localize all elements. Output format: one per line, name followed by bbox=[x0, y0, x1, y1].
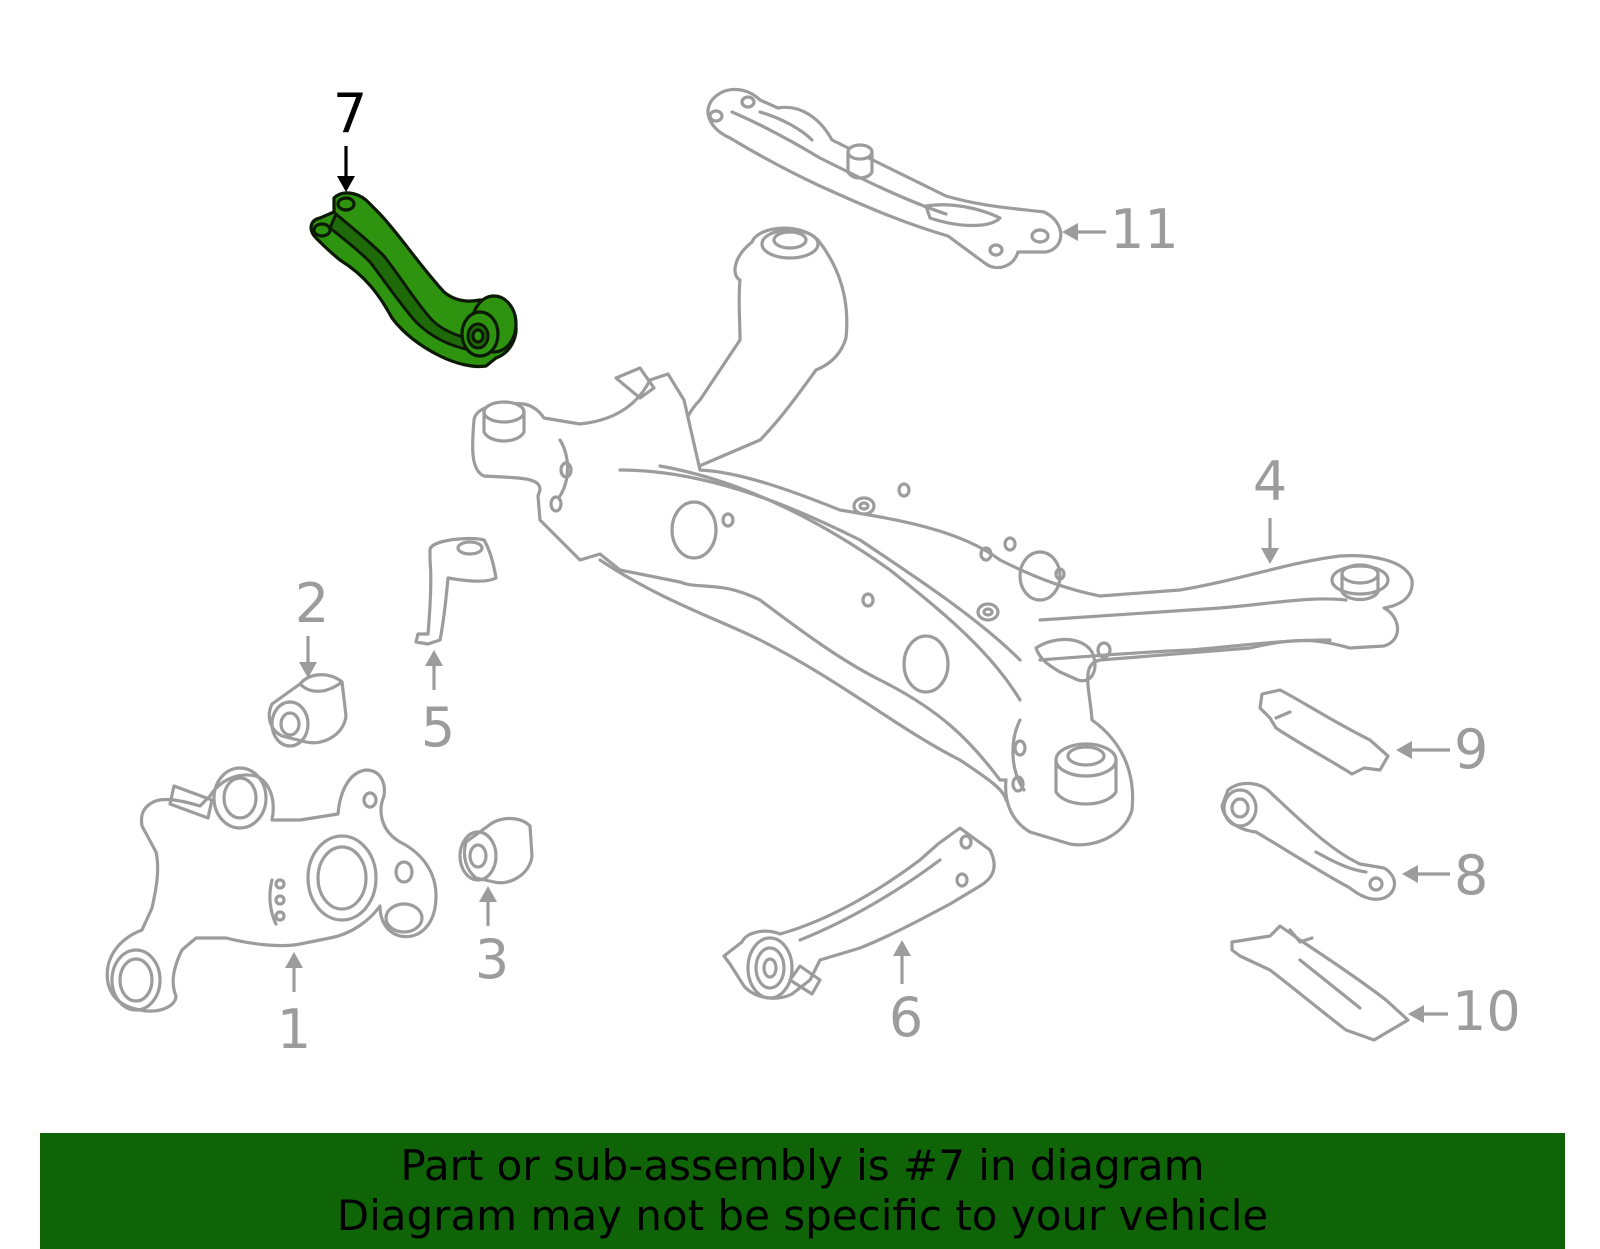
part-1-knuckle[interactable] bbox=[105, 766, 438, 1013]
banner-line-1: Part or sub-assembly is #7 in diagram bbox=[400, 1141, 1205, 1190]
part-2-bushing[interactable] bbox=[267, 673, 348, 748]
part-6-trailing-arm[interactable] bbox=[722, 826, 996, 1000]
part-4-subframe[interactable] bbox=[470, 226, 1414, 847]
info-banner: Part or sub-assembly is #7 in diagram Di… bbox=[40, 1133, 1565, 1249]
callout-2[interactable]: 2 bbox=[295, 572, 329, 678]
callout-label-5: 5 bbox=[421, 696, 455, 759]
callout-label-11: 11 bbox=[1110, 198, 1179, 261]
callout-9[interactable]: 9 bbox=[1396, 718, 1488, 781]
callout-3[interactable]: 3 bbox=[475, 886, 509, 991]
callout-5[interactable]: 5 bbox=[421, 650, 455, 759]
part-5-bracket[interactable] bbox=[414, 536, 498, 646]
callout-label-3: 3 bbox=[475, 928, 509, 991]
callout-4[interactable]: 4 bbox=[1253, 450, 1287, 564]
callout-8[interactable]: 8 bbox=[1402, 844, 1488, 907]
part-11-upper-arm[interactable] bbox=[706, 87, 1063, 270]
callout-label-6: 6 bbox=[889, 986, 923, 1049]
part-9-bracket[interactable] bbox=[1258, 688, 1390, 776]
callout-label-1: 1 bbox=[277, 998, 311, 1061]
callout-1[interactable]: 1 bbox=[277, 952, 311, 1061]
callout-6[interactable]: 6 bbox=[889, 940, 923, 1049]
callout-label-7: 7 bbox=[333, 82, 367, 145]
callout-label-8: 8 bbox=[1454, 844, 1488, 907]
part-10-bracket[interactable] bbox=[1230, 924, 1410, 1042]
banner-line-2: Diagram may not be specific to your vehi… bbox=[336, 1191, 1269, 1240]
callout-7[interactable]: 7 bbox=[333, 82, 367, 192]
part-8-lower-arm[interactable] bbox=[1220, 781, 1397, 901]
part-3-bushing[interactable] bbox=[458, 816, 534, 885]
callout-10[interactable]: 10 bbox=[1408, 980, 1521, 1043]
part-7-highlighted-arm[interactable] bbox=[309, 191, 518, 369]
callout-label-4: 4 bbox=[1253, 450, 1287, 513]
callout-label-10: 10 bbox=[1452, 980, 1521, 1043]
callout-11[interactable]: 11 bbox=[1062, 198, 1179, 261]
callout-label-9: 9 bbox=[1454, 718, 1488, 781]
callout-label-2: 2 bbox=[295, 572, 329, 635]
